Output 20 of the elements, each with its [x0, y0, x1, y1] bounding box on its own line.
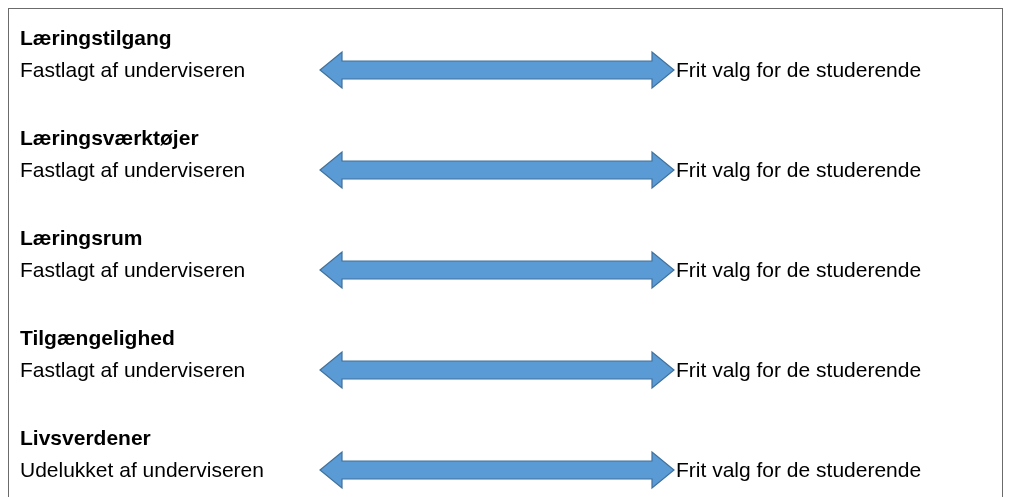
scale-end-text: Frit valg for de studerende [676, 157, 922, 183]
scale-end-text: Frit valg for de studerende [676, 257, 922, 283]
double-arrow [319, 250, 675, 290]
double-arrow [319, 450, 675, 490]
row-heading: Læringsværktøjer [20, 125, 199, 151]
scale-end-text: Fastlagt af underviseren [20, 57, 246, 83]
double-arrow [319, 350, 675, 390]
row-heading: Tilgængelighed [20, 325, 175, 351]
scale-end-text: Fastlagt af underviseren [20, 357, 246, 383]
scale-end-text: Udelukket af underviseren [20, 457, 264, 483]
scale-end-text: Frit valg for de studerende [676, 357, 922, 383]
scale-end-text: Frit valg for de studerende [676, 457, 922, 483]
scale-end-text: Frit valg for de studerende [676, 57, 922, 83]
row-heading: Læringsrum [20, 225, 143, 251]
row-heading: Læringstilgang [20, 25, 172, 51]
double-arrow [319, 150, 675, 190]
scale-end-text: Fastlagt af underviseren [20, 257, 246, 283]
scale-end-text: Fastlagt af underviseren [20, 157, 246, 183]
row-heading: Livsverdener [20, 425, 151, 451]
double-arrow [319, 50, 675, 90]
